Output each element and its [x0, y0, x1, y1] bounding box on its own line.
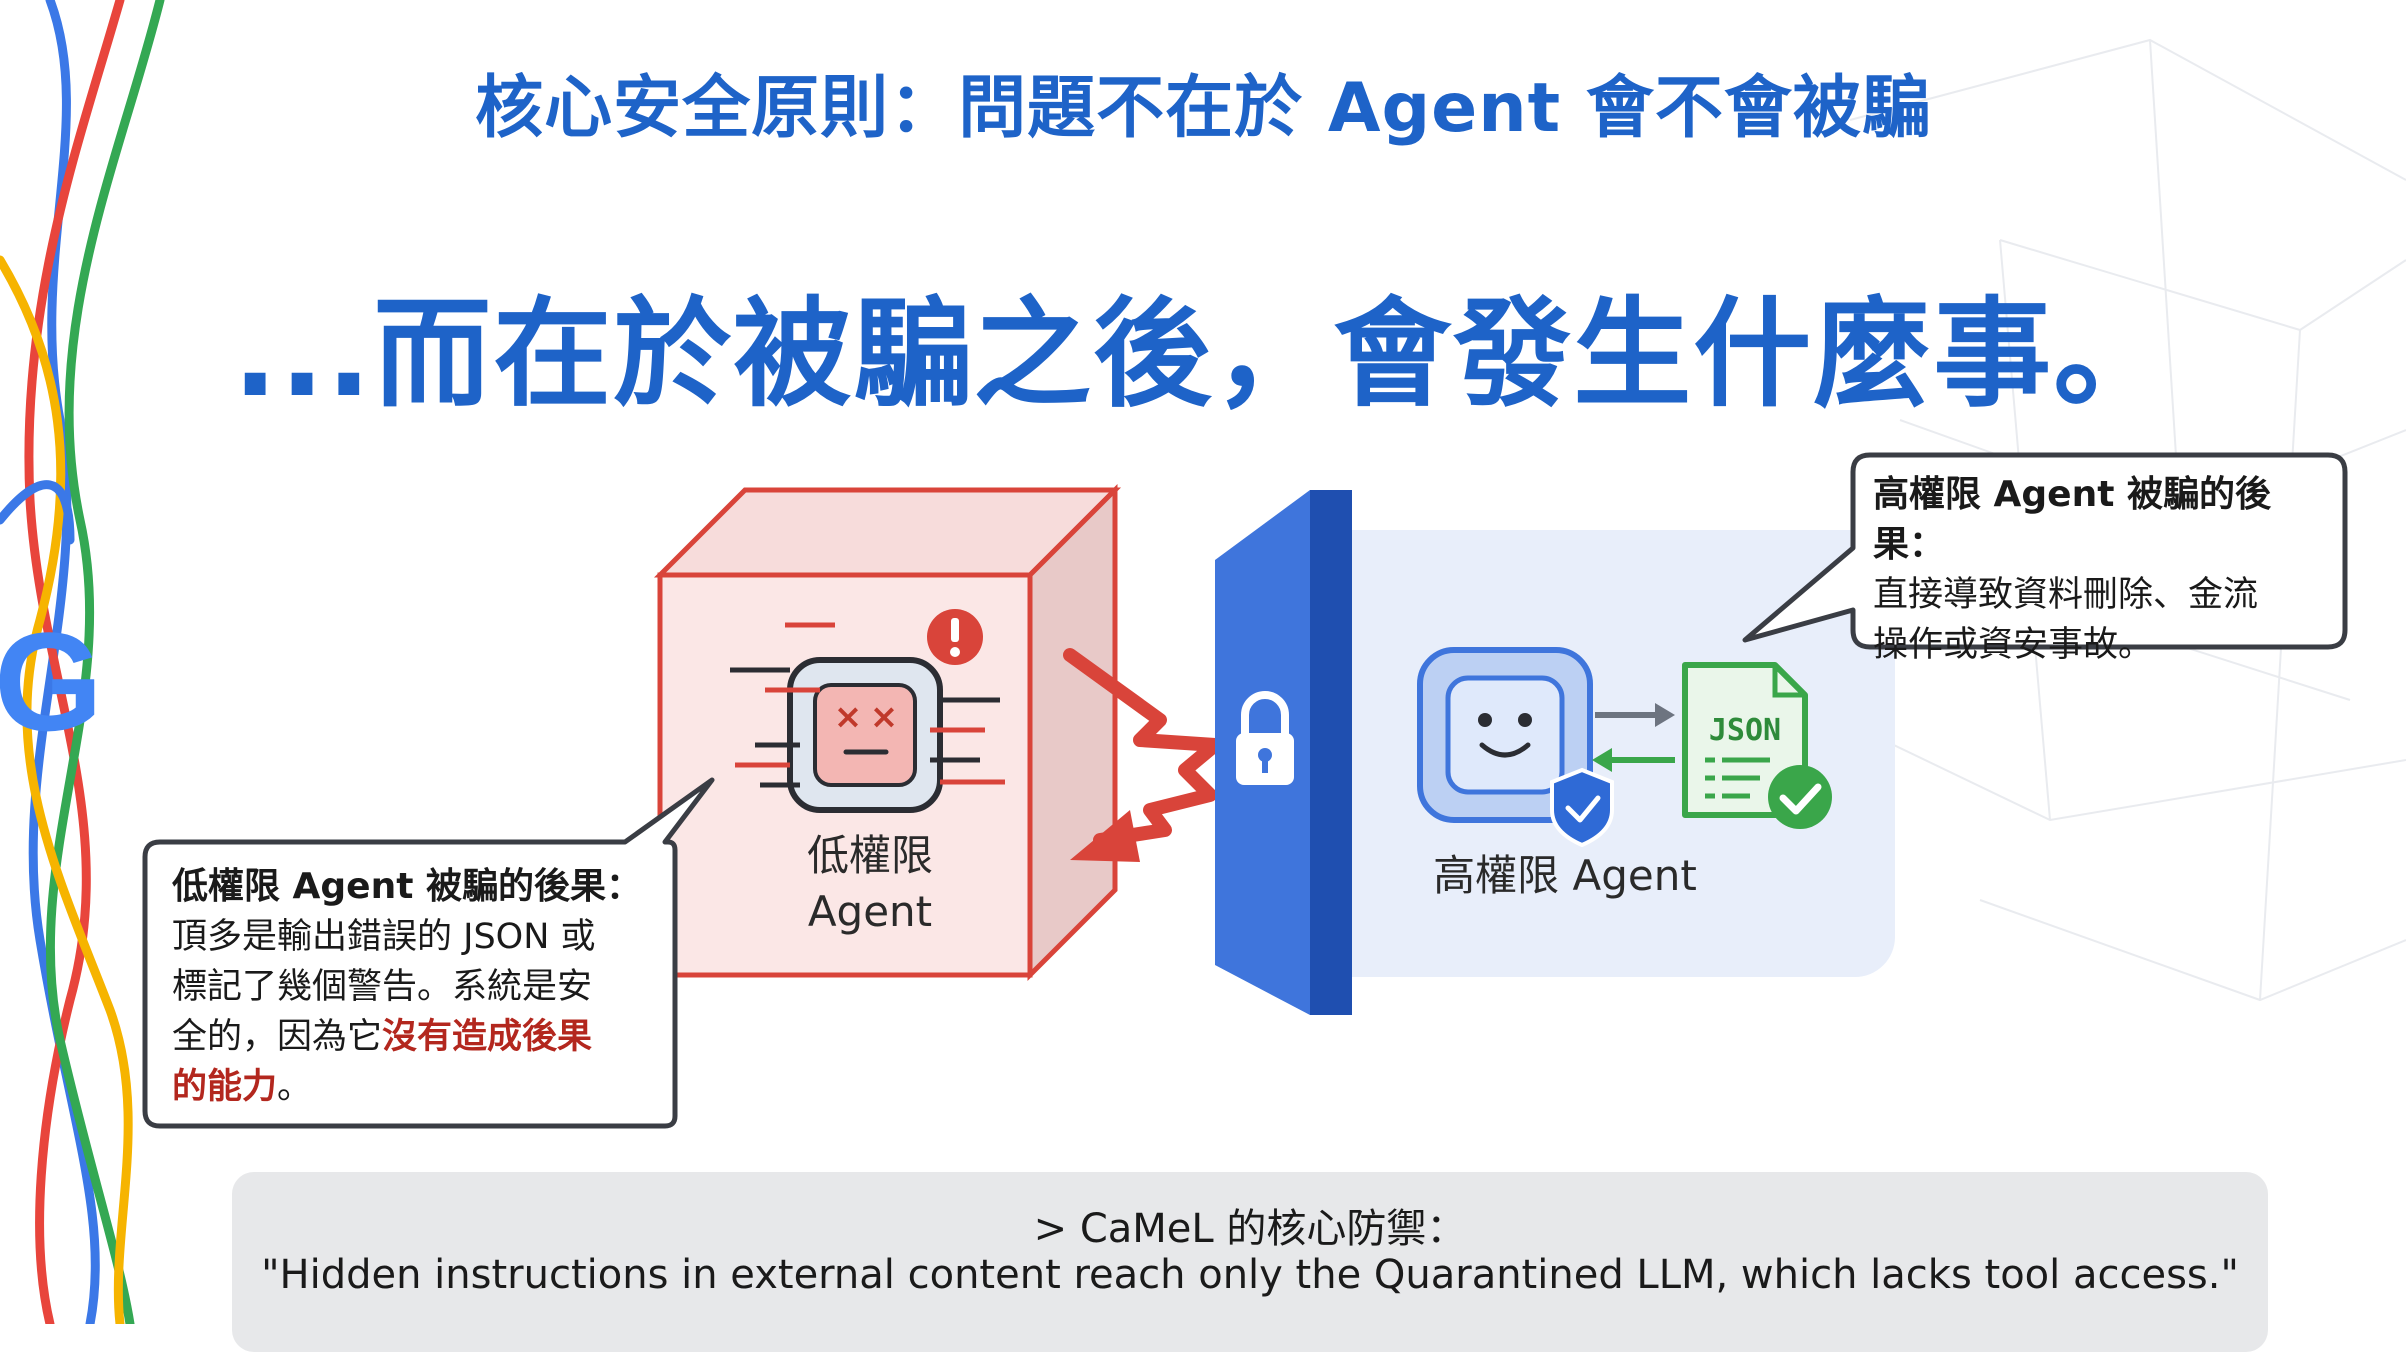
main-heading: ...而在於被騙之後，會發生什麼事。 [232, 285, 2174, 423]
shield-check-icon [1550, 767, 1614, 848]
lock-icon [1236, 691, 1294, 785]
json-document-icon [1682, 662, 1832, 829]
quote-box [232, 1172, 2268, 1352]
speech-bubble-high [1742, 452, 2348, 650]
svg-text:×: × [870, 697, 899, 737]
bubble-high-line2: 操作或資安事故。 [1873, 625, 2154, 665]
bubble-low-text: 低權限 Agent 被騙的後果： 頂多是輸出錯誤的 JSON 或 標記了幾個警告… [172, 862, 662, 1112]
low-agent-label: 低權限 Agent [760, 828, 980, 940]
bubble-low-line2: 標記了幾個警告。系統是安 [172, 967, 593, 1007]
brand-logo-g: G [0, 603, 103, 760]
bubble-low-line3-highlight: 沒有造成後果 [382, 1017, 593, 1057]
happy-robot-icon [1417, 647, 1593, 823]
bubble-low-line4-end: 。 [277, 1067, 313, 1107]
bounced-attack-arrow [1063, 648, 1222, 862]
bubble-low-line4-highlight: 的能力 [172, 1067, 278, 1107]
low-agent-label-line2: Agent [807, 887, 933, 936]
exchange-arrows [1592, 703, 1675, 772]
bubble-low-line3: 全的，因為它沒有造成後果 [172, 1012, 662, 1062]
quote-heading: > CaMeL 的核心防禦： [1033, 1206, 1467, 1252]
bubble-low-line4: 的能力。 [172, 1062, 662, 1112]
high-agent-label: 高權限 Agent [1433, 851, 1697, 900]
confused-robot-icon: × × [730, 622, 1005, 813]
alert-icon [927, 609, 983, 665]
bubble-high-line1: 直接導致資料刪除、金流 [1873, 575, 2259, 615]
bubble-high-title: 高權限 Agent 被騙的後果： [1873, 474, 2271, 565]
low-agent-label-line1: 低權限 [806, 831, 933, 880]
bubble-high-text: 高權限 Agent 被騙的後果： 直接導致資料刪除、金流 操作或資安事故。 [1873, 470, 2333, 670]
svg-text:×: × [834, 697, 863, 737]
json-doc-label: JSON [1708, 713, 1782, 748]
bubble-low-title: 低權限 Agent 被騙的後果： [172, 866, 642, 907]
speech-bubble-low [142, 777, 715, 1129]
brand-ribbons [0, 0, 165, 1324]
diagram-canvas: G × × [0, 0, 2406, 1324]
bubble-low-line3-normal: 全的，因為它 [172, 1017, 383, 1057]
subtitle-heading: 核心安全原則：問題不在於 Agent 會不會被騙 [475, 69, 1931, 148]
bubble-low-line1: 頂多是輸出錯誤的 JSON 或 [172, 917, 596, 957]
quote-text: "Hidden instructions in external content… [261, 1252, 2239, 1298]
